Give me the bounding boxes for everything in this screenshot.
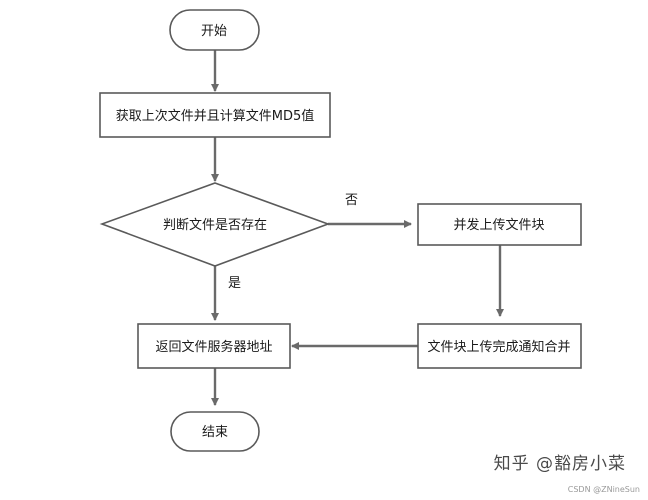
return-address-node: 返回文件服务器地址	[137, 323, 291, 369]
watermark: 知乎 @豁房小菜	[493, 454, 626, 474]
check-exists-label: 判断文件是否存在	[163, 218, 267, 233]
start-node: 开始	[169, 9, 260, 51]
start-label: 开始	[201, 24, 227, 39]
check-exists-node: 判断文件是否存在	[99, 182, 331, 267]
no-edge-label: 否	[345, 193, 358, 208]
end-node: 结束	[170, 411, 260, 452]
end-label: 结束	[202, 425, 228, 440]
yes-edge-label: 是	[228, 276, 241, 291]
merge-notify-node: 文件块上传完成通知合并	[417, 323, 582, 369]
return-address-label: 返回文件服务器地址	[155, 339, 272, 355]
get-md5-node: 获取上次文件并且计算文件MD5值	[99, 92, 331, 138]
get-md5-label: 获取上次文件并且计算文件MD5值	[116, 108, 315, 124]
merge-notify-label: 文件块上传完成通知合并	[427, 339, 570, 355]
concurrent-upload-label: 并发上传文件块	[453, 217, 544, 233]
credit-text: CSDN @ZNineSun	[567, 485, 640, 494]
concurrent-upload-node: 并发上传文件块	[417, 203, 582, 246]
